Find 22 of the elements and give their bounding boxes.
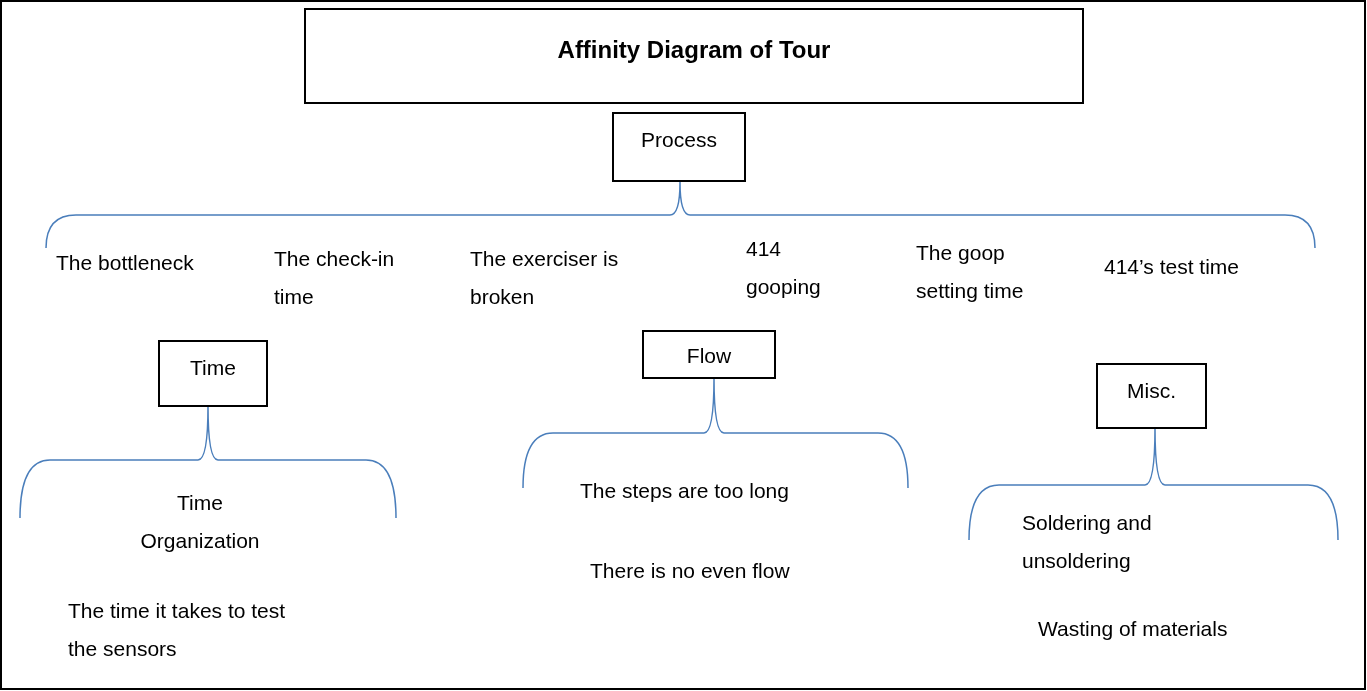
category-label: Misc. xyxy=(1126,379,1177,403)
idea-note: Time Organization xyxy=(139,490,261,554)
idea-note: Wasting of materials xyxy=(1038,616,1229,642)
category-label: Flow xyxy=(685,344,733,368)
idea-note: The time it takes to test the sensors xyxy=(68,598,287,662)
idea-note: Soldering and unsoldering xyxy=(1022,510,1153,574)
idea-note: The exerciser is broken xyxy=(470,246,620,310)
idea-note: 414 gooping xyxy=(746,236,822,300)
idea-note: The goop setting time xyxy=(916,240,1025,304)
category-box xyxy=(642,330,776,379)
category-box xyxy=(612,112,746,182)
idea-note: There is no even flow xyxy=(590,558,791,584)
category-box xyxy=(158,340,268,407)
heading-label: Affinity Diagram of Tour xyxy=(556,36,832,64)
idea-note: 414’s test time xyxy=(1104,254,1240,280)
category-box xyxy=(1096,363,1207,429)
idea-note: The steps are too long xyxy=(580,478,790,504)
category-label: Time xyxy=(189,356,237,380)
category-label: Process xyxy=(640,128,718,152)
idea-note: The check-in time xyxy=(274,246,396,310)
idea-note: The bottleneck xyxy=(56,250,195,276)
title-box xyxy=(304,8,1084,104)
